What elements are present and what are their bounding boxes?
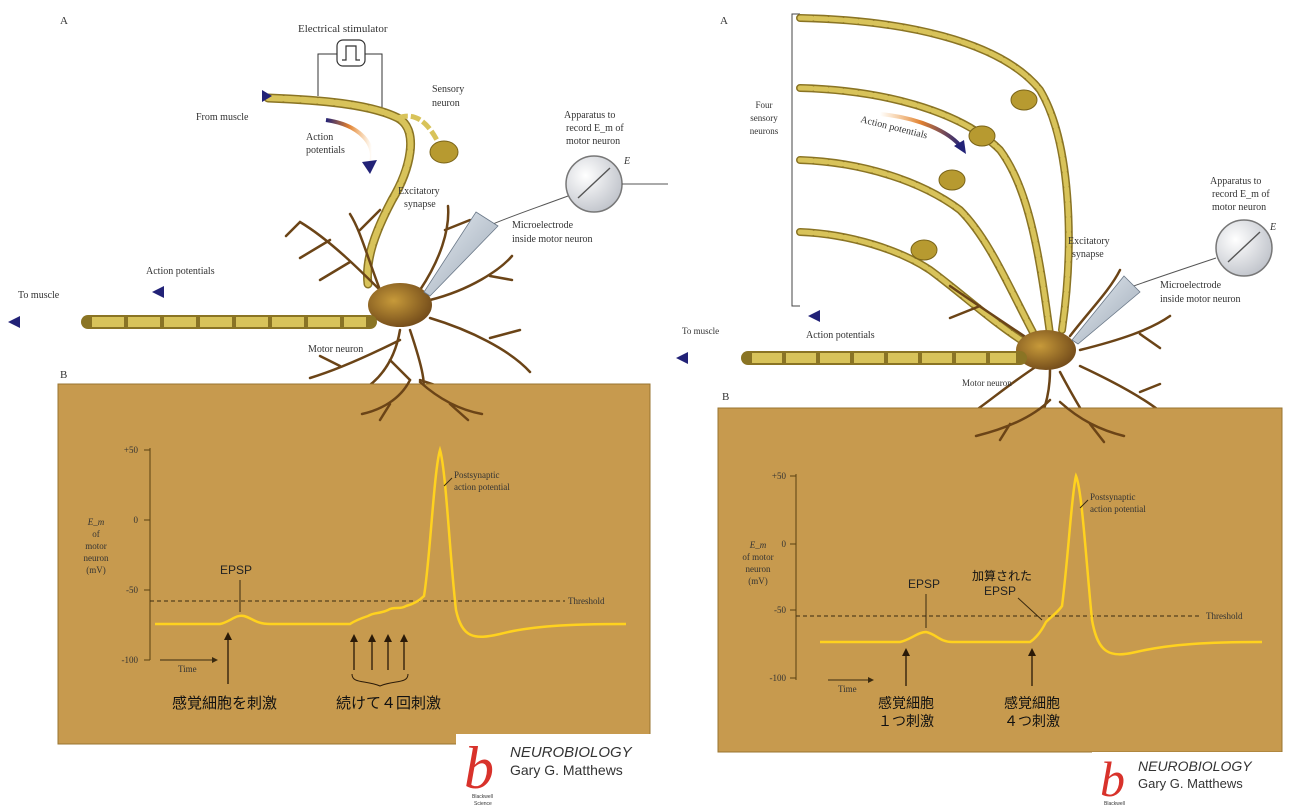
svg-text:neuron: neuron xyxy=(746,564,771,574)
sensory-cell-body xyxy=(430,141,458,163)
left-logo-publisher-2: Science xyxy=(474,801,492,807)
right-panel-b-letter: B xyxy=(722,391,729,403)
meter-dial xyxy=(566,156,622,212)
sensory-neuron-label-1: Sensory xyxy=(432,84,464,95)
meter-e-label: E xyxy=(623,156,630,167)
right-microelectrode-label-2: inside motor neuron xyxy=(1160,294,1241,305)
right-apparatus-label-1: Apparatus to xyxy=(1210,176,1261,187)
svg-text:E_m: E_m xyxy=(749,540,767,550)
sensory-axon xyxy=(268,98,411,284)
svg-text:Four: Four xyxy=(755,100,772,110)
svg-text:(mV): (mV) xyxy=(86,565,106,575)
right-motor-neuron-soma xyxy=(1016,330,1076,370)
to-muscle-label: To muscle xyxy=(18,290,60,301)
right-logo-author: Gary G. Matthews xyxy=(1138,776,1243,791)
excitatory-label-1: Excitatory xyxy=(398,186,440,197)
left-stim-four-label: 続けて４回刺激 xyxy=(336,694,441,712)
right-ap-arrow-label: Action potentials xyxy=(859,114,928,141)
right-ytick-50: +50 xyxy=(772,471,787,481)
right-ytick-minus100: -100 xyxy=(770,673,787,683)
right-to-muscle-label: To muscle xyxy=(682,326,719,336)
right-meter-e-label: E xyxy=(1269,222,1276,233)
right-logo-title: NEUROBIOLOGY xyxy=(1138,758,1253,774)
right-microelectrode xyxy=(1072,276,1140,344)
right-figure: A Four sensory neurons Action potentials xyxy=(676,14,1282,752)
right-ytick-0: 0 xyxy=(782,539,787,549)
left-logo-title: NEUROBIOLOGY xyxy=(510,744,633,761)
motor-neuron-soma xyxy=(368,283,432,327)
microelectrode-label-2: inside motor neuron xyxy=(512,234,593,245)
svg-text:of motor: of motor xyxy=(742,552,773,562)
excitatory-label-2: synapse xyxy=(404,199,436,210)
left-panel-a-letter: A xyxy=(60,15,68,27)
right-stim-four-label-1: 感覚細胞 xyxy=(1004,695,1060,712)
four-sensory-label: Four sensory neurons xyxy=(750,100,779,136)
left-postsynaptic-label-2: action potential xyxy=(454,482,510,492)
right-ytick-minus50: -50 xyxy=(774,605,786,615)
svg-text:E_m: E_m xyxy=(87,517,105,527)
right-excitatory-label-1: Excitatory xyxy=(1068,236,1110,247)
right-stim-four-label-2: ４つ刺激 xyxy=(1004,713,1060,730)
svg-text:neurons: neurons xyxy=(750,126,779,136)
right-time-label: Time xyxy=(838,684,857,694)
left-logo-publisher-1: Blackwell xyxy=(472,794,493,800)
apparatus-label-3: motor neuron xyxy=(566,136,620,147)
left-ytick-minus100: -100 xyxy=(122,655,139,665)
right-microelectrode-label-1: Microelectrode xyxy=(1160,280,1222,291)
left-ytick-0: 0 xyxy=(134,515,139,525)
left-stim-once-label: 感覚細胞を刺激 xyxy=(172,694,277,712)
apparatus-label-2: record E_m of xyxy=(566,123,624,134)
right-apparatus-label-3: motor neuron xyxy=(1212,202,1266,213)
svg-text:sensory: sensory xyxy=(750,113,778,123)
right-logo-publisher: Blackwell xyxy=(1104,801,1125,807)
left-panel-b-letter: B xyxy=(60,369,67,381)
left-threshold-label: Threshold xyxy=(568,596,605,606)
right-postsynaptic-label-2: action potential xyxy=(1090,504,1146,514)
left-graph-panel xyxy=(58,384,650,744)
left-ytick-50: +50 xyxy=(124,445,139,455)
ap-arrow-label-2: potentials xyxy=(306,145,345,156)
four-sensory-axons xyxy=(800,18,1069,342)
stimulator-box xyxy=(337,40,365,66)
svg-text:neuron: neuron xyxy=(84,553,109,563)
left-book-logo: b NEUROBIOLOGY Gary G. Matthews Blackwel… xyxy=(456,734,656,807)
right-apparatus-label-2: record E_m of xyxy=(1212,189,1270,200)
ap-axon-label: Action potentials xyxy=(146,266,215,277)
stimulator-label: Electrical stimulator xyxy=(298,23,388,35)
sensory-neuron-label-2: neuron xyxy=(432,98,460,109)
svg-text:(mV): (mV) xyxy=(748,576,768,586)
right-summed-epsp-label-1: 加算された xyxy=(972,568,1032,583)
left-figure: A Electrical stimulator Sensory neuron F… xyxy=(8,15,668,744)
right-ap-axon-label: Action potentials xyxy=(806,330,875,341)
right-stim-one-label-1: 感覚細胞 xyxy=(878,695,934,712)
left-logo-author: Gary G. Matthews xyxy=(510,762,623,778)
left-logo-b-icon: b xyxy=(464,735,494,801)
left-ytick-minus50: -50 xyxy=(126,585,138,595)
right-epsp-label: EPSP xyxy=(908,577,940,591)
right-meter-dial xyxy=(1216,220,1272,276)
microelectrode-label-1: Microelectrode xyxy=(512,220,574,231)
right-book-logo: b NEUROBIOLOGY Gary G. Matthews Blackwel… xyxy=(1092,751,1292,808)
right-logo-b-icon: b xyxy=(1100,751,1125,807)
svg-text:motor: motor xyxy=(85,541,107,551)
right-summed-epsp-label-2: EPSP xyxy=(984,584,1016,598)
left-postsynaptic-label-1: Postsynaptic xyxy=(454,470,500,480)
right-panel-a-letter: A xyxy=(720,15,728,27)
right-excitatory-label-2: synapse xyxy=(1072,249,1104,260)
ap-arrow-label-1: Action xyxy=(306,132,333,143)
svg-text:of: of xyxy=(92,529,100,539)
right-threshold-label: Threshold xyxy=(1206,611,1243,621)
left-time-label: Time xyxy=(178,664,197,674)
from-muscle-label: From muscle xyxy=(196,112,249,123)
right-stim-one-label-2: １つ刺激 xyxy=(878,713,934,730)
right-motor-neuron-label: Motor neuron xyxy=(962,378,1012,388)
ap-curved-arrow xyxy=(326,120,372,166)
left-epsp-label: EPSP xyxy=(220,563,252,577)
apparatus-label-1: Apparatus to xyxy=(564,110,615,121)
right-postsynaptic-label-1: Postsynaptic xyxy=(1090,492,1136,502)
motor-neuron-label: Motor neuron xyxy=(308,344,363,355)
